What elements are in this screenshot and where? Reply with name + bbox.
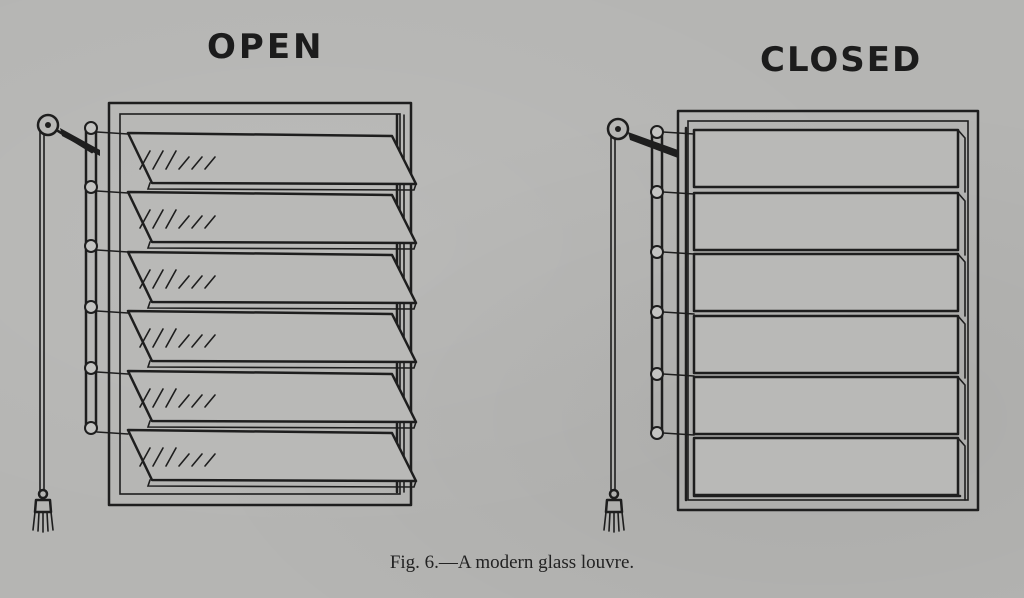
closed-glass-slat [692,252,966,317]
rod-knob [650,426,664,440]
open-louvre [32,101,418,533]
open-glass-slat [126,428,418,488]
rod-knob [650,245,664,259]
rod-knob [650,305,664,319]
open-glass-slat [126,250,418,310]
closed-operating-rod [603,117,695,533]
open-glass-slat [126,309,418,369]
open-pulley-icon [36,113,60,137]
closed-louvre [603,109,980,533]
rod-knob [84,239,98,253]
rod-knob [650,125,664,139]
closed-glass-slat [692,436,966,501]
rod-knob [84,300,98,314]
closed-pulley-icon [606,117,630,141]
figure-caption: Fig. 6.—A modern glass louvre. [389,552,635,573]
closed-glass-slat [692,375,966,440]
rod-knob [650,185,664,199]
open-operating-rod [32,113,129,533]
open-label: OPEN [207,27,325,67]
closed-glass-slat [692,191,966,256]
closed-rod [650,126,664,436]
rod-knob [84,180,98,194]
rod-knob [84,421,98,435]
open-tassel-icon [32,488,54,533]
open-glass-slat [126,369,418,429]
closed-outer-frame [676,109,980,512]
open-rod [84,123,98,432]
open-pulley-bracket [60,128,100,156]
open-pulley-hub [45,122,51,128]
open-glass-slat [126,131,418,191]
closed-pulley-bracket [628,132,678,158]
closed-label: CLOSED [760,40,923,80]
closed-glass-slat [692,314,966,379]
rod-knob [84,121,98,135]
closed-inner-frame [687,120,969,501]
rod-knob [650,367,664,381]
rod-knob [84,361,98,375]
closed-tassel-icon [603,488,625,533]
closed-glass-slat [692,128,966,193]
closed-pulley-hub [615,126,621,132]
open-glass-slat [126,190,418,250]
